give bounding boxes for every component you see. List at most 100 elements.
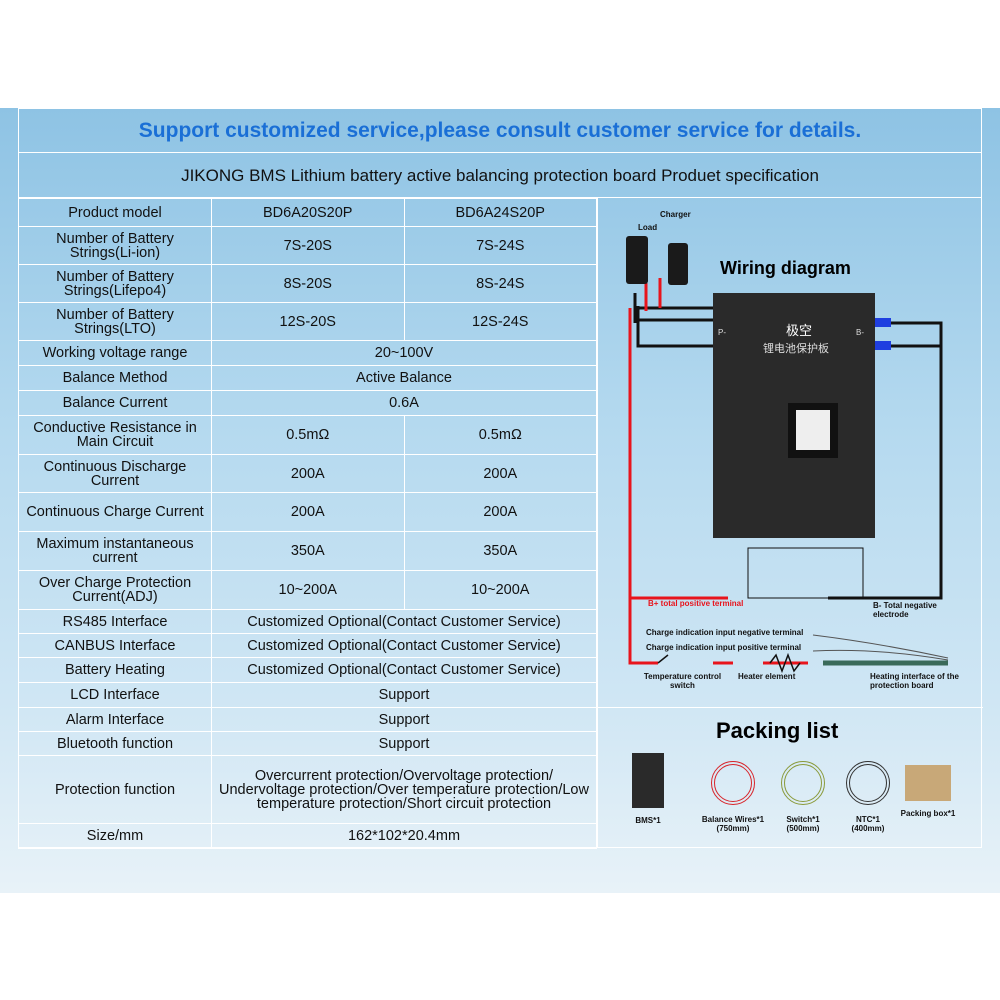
packing-item: Packing box*1 — [888, 753, 968, 818]
spec-label: Product model — [18, 198, 212, 227]
spec-label: Balance Current — [18, 390, 212, 416]
spec-subtitle: JIKONG BMS Lithium battery active balanc… — [18, 153, 982, 198]
spec-row: Over Charge Protection Current(ADJ)10~20… — [18, 570, 597, 610]
spec-label: Bluetooth function — [18, 731, 212, 756]
spec-value: 12S-24S — [403, 302, 597, 341]
packing-item-size: (500mm) — [786, 824, 820, 833]
spec-row: Number of Battery Strings(Lifepo4)8S-20S… — [18, 264, 597, 303]
spec-label: Alarm Interface — [18, 707, 212, 732]
spec-value: 7S-24S — [403, 226, 597, 265]
packing-item: Balance Wires*1(750mm) — [693, 753, 773, 833]
spec-value: 350A — [403, 531, 597, 571]
spec-value: 7S-20S — [211, 226, 405, 265]
wiring-diagram: Charger Load Wiring diagram P- B- 极空 锂电池… — [598, 198, 983, 708]
spec-value: 200A — [211, 492, 405, 532]
spec-label: Over Charge Protection Current(ADJ) — [18, 570, 212, 610]
b-minus-electrode-label: B- Total negative electrode — [873, 601, 937, 619]
spec-value: 10~200A — [211, 570, 405, 610]
spec-value: Customized Optional(Contact Customer Ser… — [211, 609, 597, 634]
spec-value: 0.5mΩ — [403, 415, 597, 455]
spec-label: Number of Battery Strings(LTO) — [18, 302, 212, 341]
spec-value: 162*102*20.4mm — [211, 823, 597, 849]
wiring-diagram-graphic — [626, 236, 949, 674]
packing-item-image — [905, 765, 951, 801]
heater-label: Heater element — [738, 672, 796, 681]
spec-value: 12S-20S — [211, 302, 405, 341]
spec-label: Working voltage range — [18, 340, 212, 366]
coil-icon — [711, 761, 755, 805]
packing-item-label: Switch*1 — [786, 815, 820, 824]
brand-logo: 极空 — [786, 323, 813, 338]
spec-value: BD6A20S20P — [211, 198, 405, 227]
spec-value: Support — [211, 731, 597, 756]
packing-item-image — [632, 753, 664, 808]
charge-positive-label: Charge indication input positive termina… — [646, 643, 802, 652]
spec-value: BD6A24S20P — [403, 198, 597, 227]
spec-value: 8S-20S — [211, 264, 405, 303]
spec-label: Number of Battery Strings(Lifepo4) — [18, 264, 212, 303]
spec-value: Customized Optional(Contact Customer Ser… — [211, 657, 597, 683]
b-minus-label: B- — [856, 328, 864, 337]
spec-label: Continuous Charge Current — [18, 492, 212, 532]
spec-value: Support — [211, 707, 597, 732]
packing-item-label: BMS*1 — [635, 816, 661, 825]
spec-label: Maximum instantaneous current — [18, 531, 212, 571]
wiring-title: Wiring diagram — [720, 258, 851, 278]
load-label: Load — [638, 223, 658, 232]
coil-icon — [846, 761, 890, 805]
spec-value: 350A — [211, 531, 405, 571]
spec-label: Continuous Discharge Current — [18, 454, 212, 493]
packing-item-label: Packing box*1 — [900, 809, 956, 818]
heating-interface-label: Heating interface of the protection boar… — [870, 672, 959, 690]
spec-value: 10~200A — [403, 570, 597, 610]
packing-item-size: (400mm) — [851, 824, 885, 833]
packing-item: NTC*1(400mm) — [828, 753, 908, 833]
spec-value: 200A — [403, 492, 597, 532]
temperature-switch-label: Temperature control switch — [643, 672, 722, 690]
spec-value: 200A — [211, 454, 405, 493]
right-panel: Charger Load Wiring diagram P- B- 极空 锂电池… — [597, 198, 983, 848]
spec-value: 0.6A — [211, 390, 597, 416]
spec-value: 0.5mΩ — [211, 415, 405, 455]
spec-value: Customized Optional(Contact Customer Ser… — [211, 633, 597, 658]
spec-label: Size/mm — [18, 823, 212, 849]
packing-item: BMS*1 — [608, 753, 688, 825]
spec-value: 20~100V — [211, 340, 597, 366]
packing-item-label: NTC*1 — [855, 815, 880, 824]
packing-item-size: (750mm) — [716, 824, 750, 833]
spec-value: 200A — [403, 454, 597, 493]
banner-title: Support customized service,please consul… — [18, 108, 982, 153]
packing-item: Switch*1(500mm) — [763, 753, 843, 833]
packing-title: Packing list — [716, 718, 839, 743]
spec-value: Overcurrent protection/Overvoltage prote… — [211, 755, 597, 824]
spec-label: CANBUS Interface — [18, 633, 212, 658]
spec-label: LCD Interface — [18, 682, 212, 708]
p-minus-label: P- — [718, 328, 726, 337]
b-plus-terminal-label: B+ total positive terminal — [648, 599, 744, 608]
spec-label: Balance Method — [18, 365, 212, 391]
spec-value: Support — [211, 682, 597, 708]
spec-label: Battery Heating — [18, 657, 212, 683]
coil-icon — [781, 761, 825, 805]
packing-item-label: Balance Wires*1 — [701, 815, 765, 824]
charger-label: Charger — [660, 210, 691, 219]
spec-value: 8S-24S — [403, 264, 597, 303]
spec-label: Protection function — [18, 755, 212, 824]
board-text: 锂电池保护板 — [763, 343, 829, 355]
